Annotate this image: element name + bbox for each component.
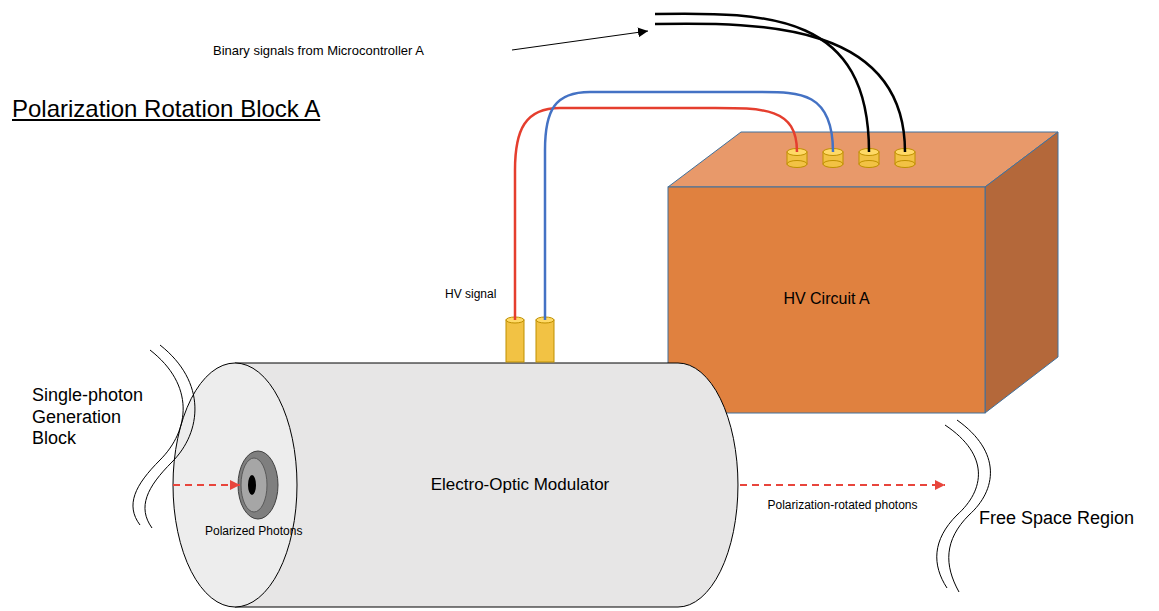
signal-wire [655,14,869,152]
region-block: Free Space Region [945,470,1155,550]
label-holder: Binary signals from Microcontroller A [213,43,424,59]
edge-label: Polarization-rotated photons [767,498,917,512]
jack-base [859,161,879,168]
node-text: HV Circuit A [783,289,869,308]
aperture-hole [248,475,256,495]
hv-circuit-box: HV Circuit A [668,150,1058,413]
connector-body [536,320,554,362]
box-front-face [668,187,985,413]
break-mark [145,345,195,528]
hv-wire [515,108,797,320]
hv-wire [545,92,833,320]
aperture-inner [241,458,267,512]
break-mark [949,420,991,592]
break-mark [937,425,979,588]
aperture-ring [238,451,278,519]
source-block: Single-photon Generation Block [28,380,173,500]
hv-connector [536,317,554,362]
jack-base [823,161,843,168]
label-holder: HV signal [445,287,496,301]
signal-label: Binary signals from Microcontroller A [213,43,424,59]
cylinder-body [235,363,738,607]
edge-label-holder: Polarized Photons [205,524,302,538]
edge-label: Polarized Photons [205,524,302,538]
photon-arrow [740,484,945,486]
cylinder-face [173,363,297,607]
node-text: Electro-Optic Modulator [431,475,610,495]
connector-body [506,320,524,362]
hv-connector [506,317,524,362]
leader-arrow [512,31,648,50]
jack-base [787,161,807,168]
node-text: Free Space Region [979,508,1134,530]
jack-base [895,161,915,168]
modulator-cylinder: Electro-Optic Modulator [240,320,740,610]
title-holder: Polarization Rotation Block A [12,95,320,124]
break-mark [133,350,183,525]
edge-label-holder: Polarization-rotated photons [767,498,917,512]
signal-wire [655,24,905,152]
photon-arrow [173,484,240,486]
node-text: Single-photon Generation Block [32,385,164,450]
box-side-face [985,132,1058,413]
signal-label: HV signal [445,287,496,301]
diagram-title: Polarization Rotation Block A [12,95,320,124]
